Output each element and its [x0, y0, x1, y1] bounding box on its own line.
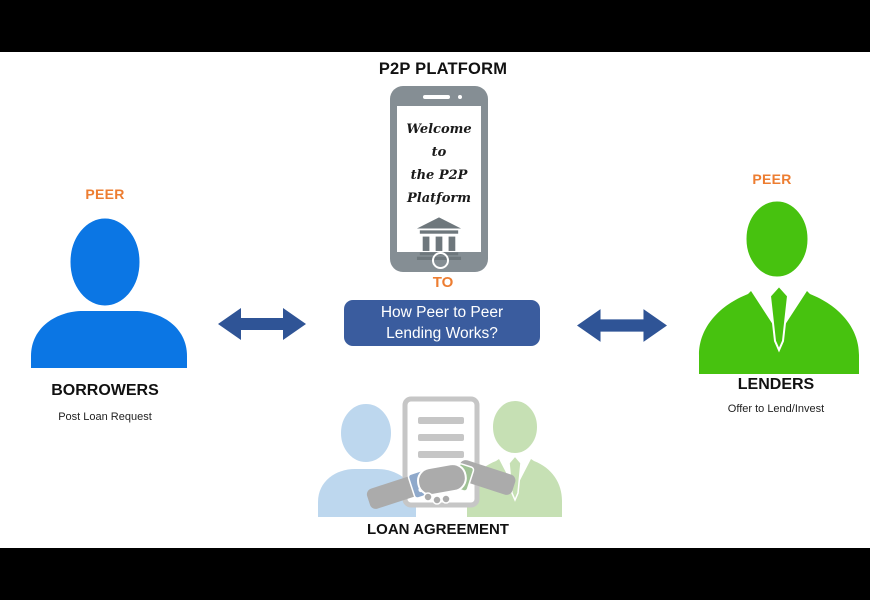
diagram-canvas: P2P PLATFORM Welcome to the P2P Platform: [0, 52, 870, 548]
double-arrow-left-icon: [218, 308, 306, 340]
borrowers-title: BORROWERS: [51, 382, 159, 399]
question-line-2: Lending Works?: [386, 325, 498, 342]
phone-screen: Welcome to the P2P Platform: [397, 106, 481, 260]
double-arrow-right-icon: [577, 309, 667, 342]
smartphone-illustration: Welcome to the P2P Platform: [390, 86, 488, 272]
to-connector-label: TO: [432, 274, 454, 291]
lender-tie-icon: [768, 284, 790, 353]
question-box: How Peer to Peer Lending Works?: [344, 300, 540, 346]
loan-agreement-illustration: [318, 396, 562, 517]
lenders-title: LENDERS: [737, 376, 815, 393]
handshake-icon: [366, 460, 516, 509]
lenders-subtitle: Offer to Lend/Invest: [727, 403, 825, 415]
phone-camera-icon: [458, 95, 462, 99]
p2p-platform-title: P2P PLATFORM: [378, 60, 508, 78]
phone-speaker-icon: [423, 95, 450, 99]
phone-welcome-text: Welcome to the P2P Platform: [397, 118, 481, 210]
borrower-person-icon: [31, 215, 187, 368]
welcome-line-3: Platform: [406, 191, 471, 206]
question-line-1: How Peer to Peer: [380, 304, 504, 321]
welcome-line-1: Welcome to: [406, 122, 472, 160]
faded-borrower-icon: [318, 400, 416, 517]
borrowers-peer-label: PEER: [85, 186, 125, 202]
phone-home-button-icon: [432, 252, 449, 269]
borrowers-subtitle: Post Loan Request: [58, 411, 152, 423]
loan-agreement-title: LOAN AGREEMENT: [367, 521, 509, 538]
lenders-peer-label: PEER: [752, 171, 792, 187]
faded-lender-icon: [467, 397, 562, 517]
welcome-line-2: the P2P: [410, 168, 468, 183]
lender-person-icon: [699, 198, 859, 374]
